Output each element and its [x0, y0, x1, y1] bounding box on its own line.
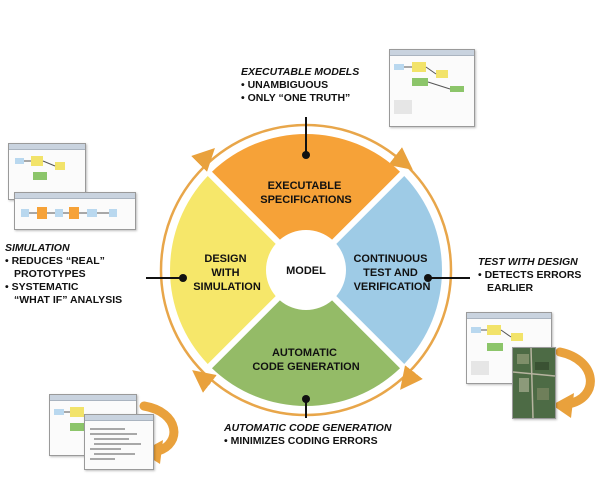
ring-arrow-bottom-left: [192, 370, 217, 393]
callout-left-bullet-1: • REDUCES “REAL”: [5, 255, 105, 267]
callout-right-heading: TEST WITH DESIGN: [478, 256, 578, 268]
callout-right-bullet-1: • DETECTS ERRORS: [478, 269, 582, 281]
quadrant-bottom-line-1: AUTOMATIC: [272, 347, 337, 359]
simulink-model-screenshot: [14, 192, 136, 230]
callout-executable-models: EXECUTABLE MODELS • UNAMBIGUOUS • ONLY “…: [241, 66, 391, 105]
callout-test-with-design: TEST WITH DESIGN • DETECTS ERRORS EARLIE…: [478, 256, 610, 295]
quadrant-left-line-2: WITH: [211, 267, 239, 279]
center-label: MODEL: [286, 265, 326, 277]
callout-top-heading: EXECUTABLE MODELS: [241, 66, 360, 78]
quadrant-top-line-1: EXECUTABLE: [268, 180, 342, 192]
curved-arrow-head-right: [552, 393, 574, 418]
connector-top-dot: [302, 151, 310, 159]
simulink-model-screenshot: [389, 49, 475, 127]
quadrant-top-label: EXECUTABLE SPECIFICATIONS: [260, 180, 351, 206]
quadrant-right-line-1: CONTINUOUS: [353, 253, 427, 265]
connector-right-dot: [424, 274, 432, 282]
callout-left-heading: SIMULATION: [5, 242, 70, 254]
code-screenshot: [84, 414, 154, 470]
callout-left-bullet-1-cont: PROTOTYPES: [14, 268, 86, 280]
quadrant-continuous-test-verification: [336, 175, 442, 365]
quadrant-left-line-1: DESIGN: [204, 253, 246, 265]
quadrant-right-line-2: TEST AND: [363, 267, 418, 279]
model-blocks-icon: [15, 156, 65, 180]
callout-top-bullet-1: • UNAMBIGUOUS: [241, 79, 329, 91]
curved-arrow-icon: [555, 347, 595, 409]
quadrant-automatic-code-generation: [211, 300, 401, 406]
center-circle: [268, 232, 344, 308]
quadrant-right-label: CONTINUOUS TEST AND VERIFICATION: [353, 253, 430, 293]
quadrant-design-with-simulation: [170, 175, 276, 365]
callout-bottom-bullet-1: • MINIMIZES CODING ERRORS: [224, 435, 378, 447]
curved-arrow-icon: [139, 401, 179, 456]
quadrant-top-line-2: SPECIFICATIONS: [260, 194, 351, 206]
connector-bottom-dot: [302, 395, 310, 403]
callout-simulation: SIMULATION • REDUCES “REAL” PROTOTYPES •…: [5, 242, 145, 307]
satellite-image-screenshot: [512, 347, 556, 419]
callout-top-bullet-2: • ONLY “ONE TRUTH”: [241, 92, 351, 104]
callout-right-bullet-1-cont: EARLIER: [487, 282, 534, 294]
ring-arrow-top-right: [388, 147, 413, 170]
quadrant-right-line-3: VERIFICATION: [354, 281, 431, 293]
model-blocks-icon: [394, 62, 464, 114]
callout-automatic-code-generation: AUTOMATIC CODE GENERATION • MINIMIZES CO…: [224, 422, 424, 448]
callout-bottom-heading: AUTOMATIC CODE GENERATION: [224, 422, 392, 434]
quadrant-bottom-line-2: CODE GENERATION: [252, 361, 359, 373]
quadrant-executable-specifications: [211, 134, 401, 240]
model-blocks-icon: [21, 207, 117, 219]
model-blocks-icon: [54, 407, 86, 431]
ring-arrow-top-left: [191, 148, 215, 172]
quadrant-left-line-3: SIMULATION: [193, 281, 261, 293]
callout-left-bullet-2-cont: “WHAT IF” ANALYSIS: [14, 294, 123, 306]
model-blocks-icon: [471, 325, 523, 375]
connector-left-dot: [179, 274, 187, 282]
quadrant-left-label: DESIGN WITH SIMULATION: [193, 253, 261, 293]
quadrant-bottom-label: AUTOMATIC CODE GENERATION: [252, 347, 359, 373]
code-lines-icon: [90, 428, 141, 460]
ring-arrow-bottom-right: [400, 365, 423, 390]
satellite-map-icon: [513, 348, 555, 418]
callout-left-bullet-2: • SYSTEMATIC: [5, 281, 79, 293]
